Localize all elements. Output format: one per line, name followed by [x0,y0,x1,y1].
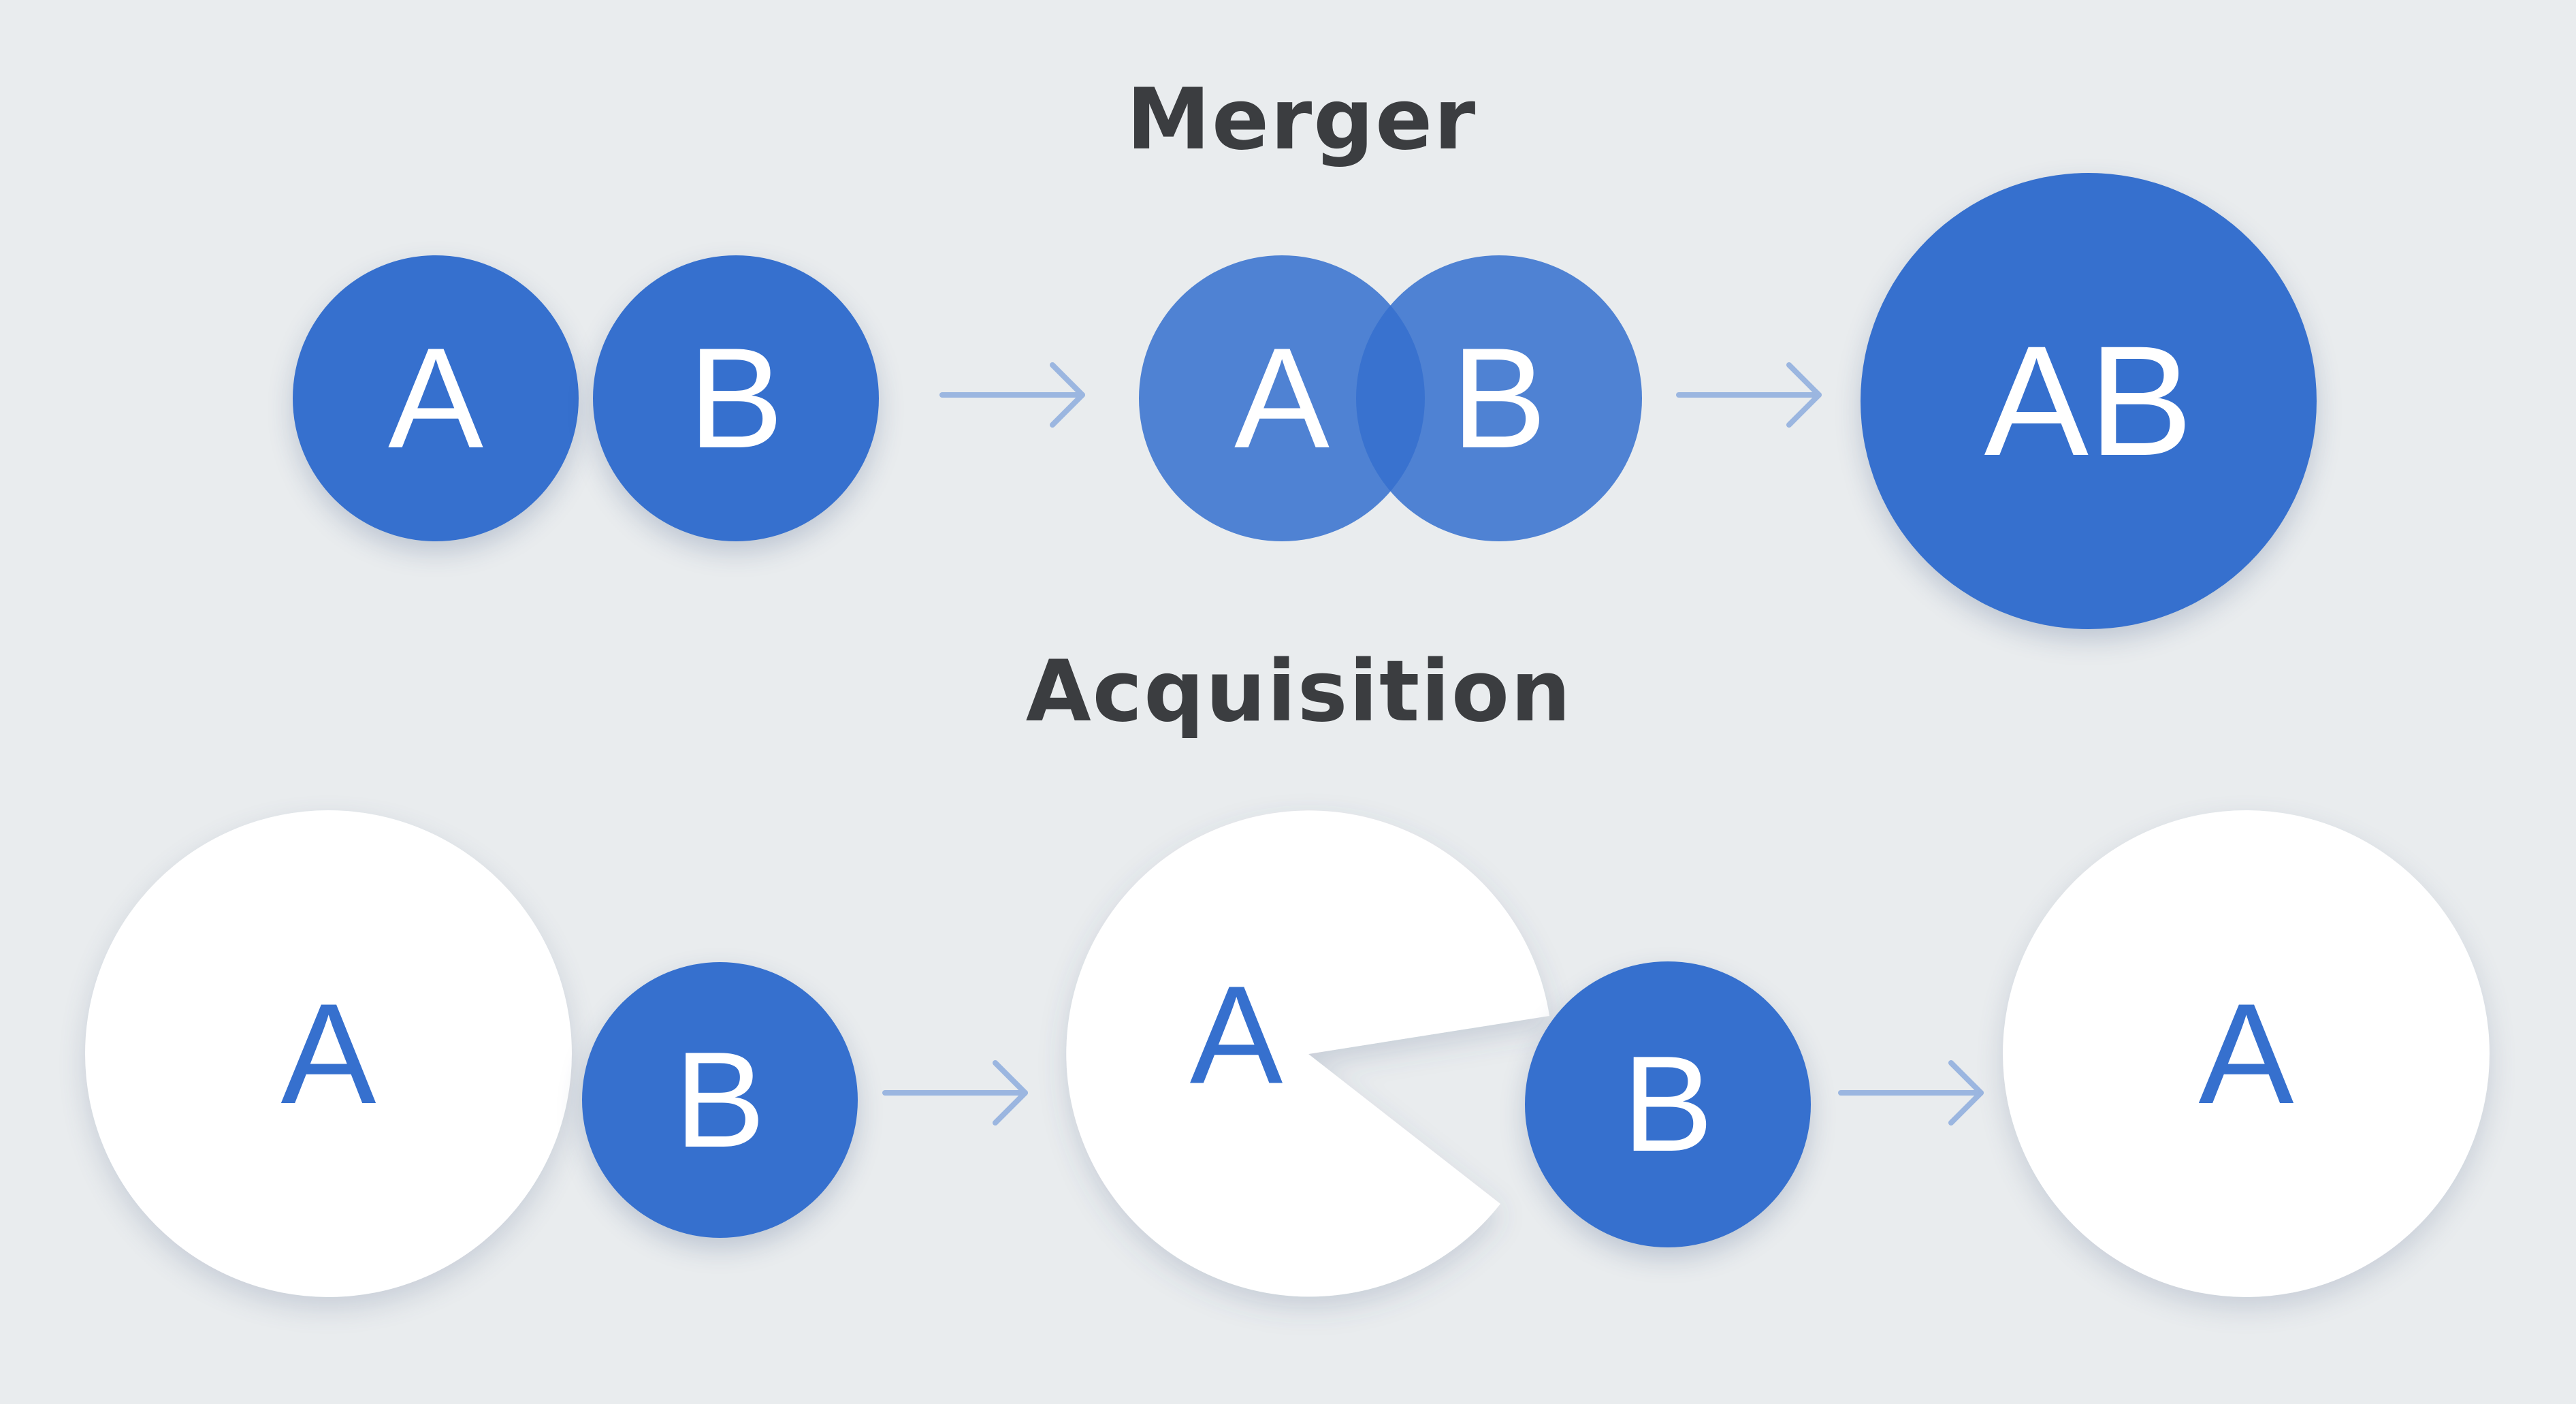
arrow-right-icon [1676,362,1822,428]
arrow-right-icon [882,1060,1028,1126]
merger-company-a-label: A [387,318,484,478]
merger-overlap-b-label: B [1451,318,1547,478]
merger-combined-circle: AB [1861,173,2317,629]
acquisition-result-a-circle: A [2003,810,2490,1297]
acquirer-pacman-shape [1066,810,1549,1297]
merger-overlap-a-label: A [1234,318,1330,478]
target-b-eaten-label: B [1622,1028,1713,1180]
target-b-circle: B [582,962,858,1238]
target-b-label: B [674,1023,766,1176]
arrow-right-icon [939,362,1085,428]
merger-title: Merger [1126,71,1477,169]
merger-company-b-circle: B [593,255,879,541]
merger-company-b-label: B [688,318,784,478]
acquisition-result-a-label: A [2198,973,2294,1134]
merger-overlap-b-circle: B [1356,255,1642,541]
acquirer-a-label: A [280,973,376,1134]
acquirer-a-circle: A [85,810,572,1297]
merger-combined-label: AB [1984,313,2193,488]
acquirer-pacman-label: A [1189,957,1283,1113]
arrow-right-icon [1838,1060,1984,1126]
merger-company-a-circle: A [293,255,579,541]
target-b-eaten-circle: B [1525,961,1811,1247]
acquisition-title: Acquisition [1025,643,1573,741]
